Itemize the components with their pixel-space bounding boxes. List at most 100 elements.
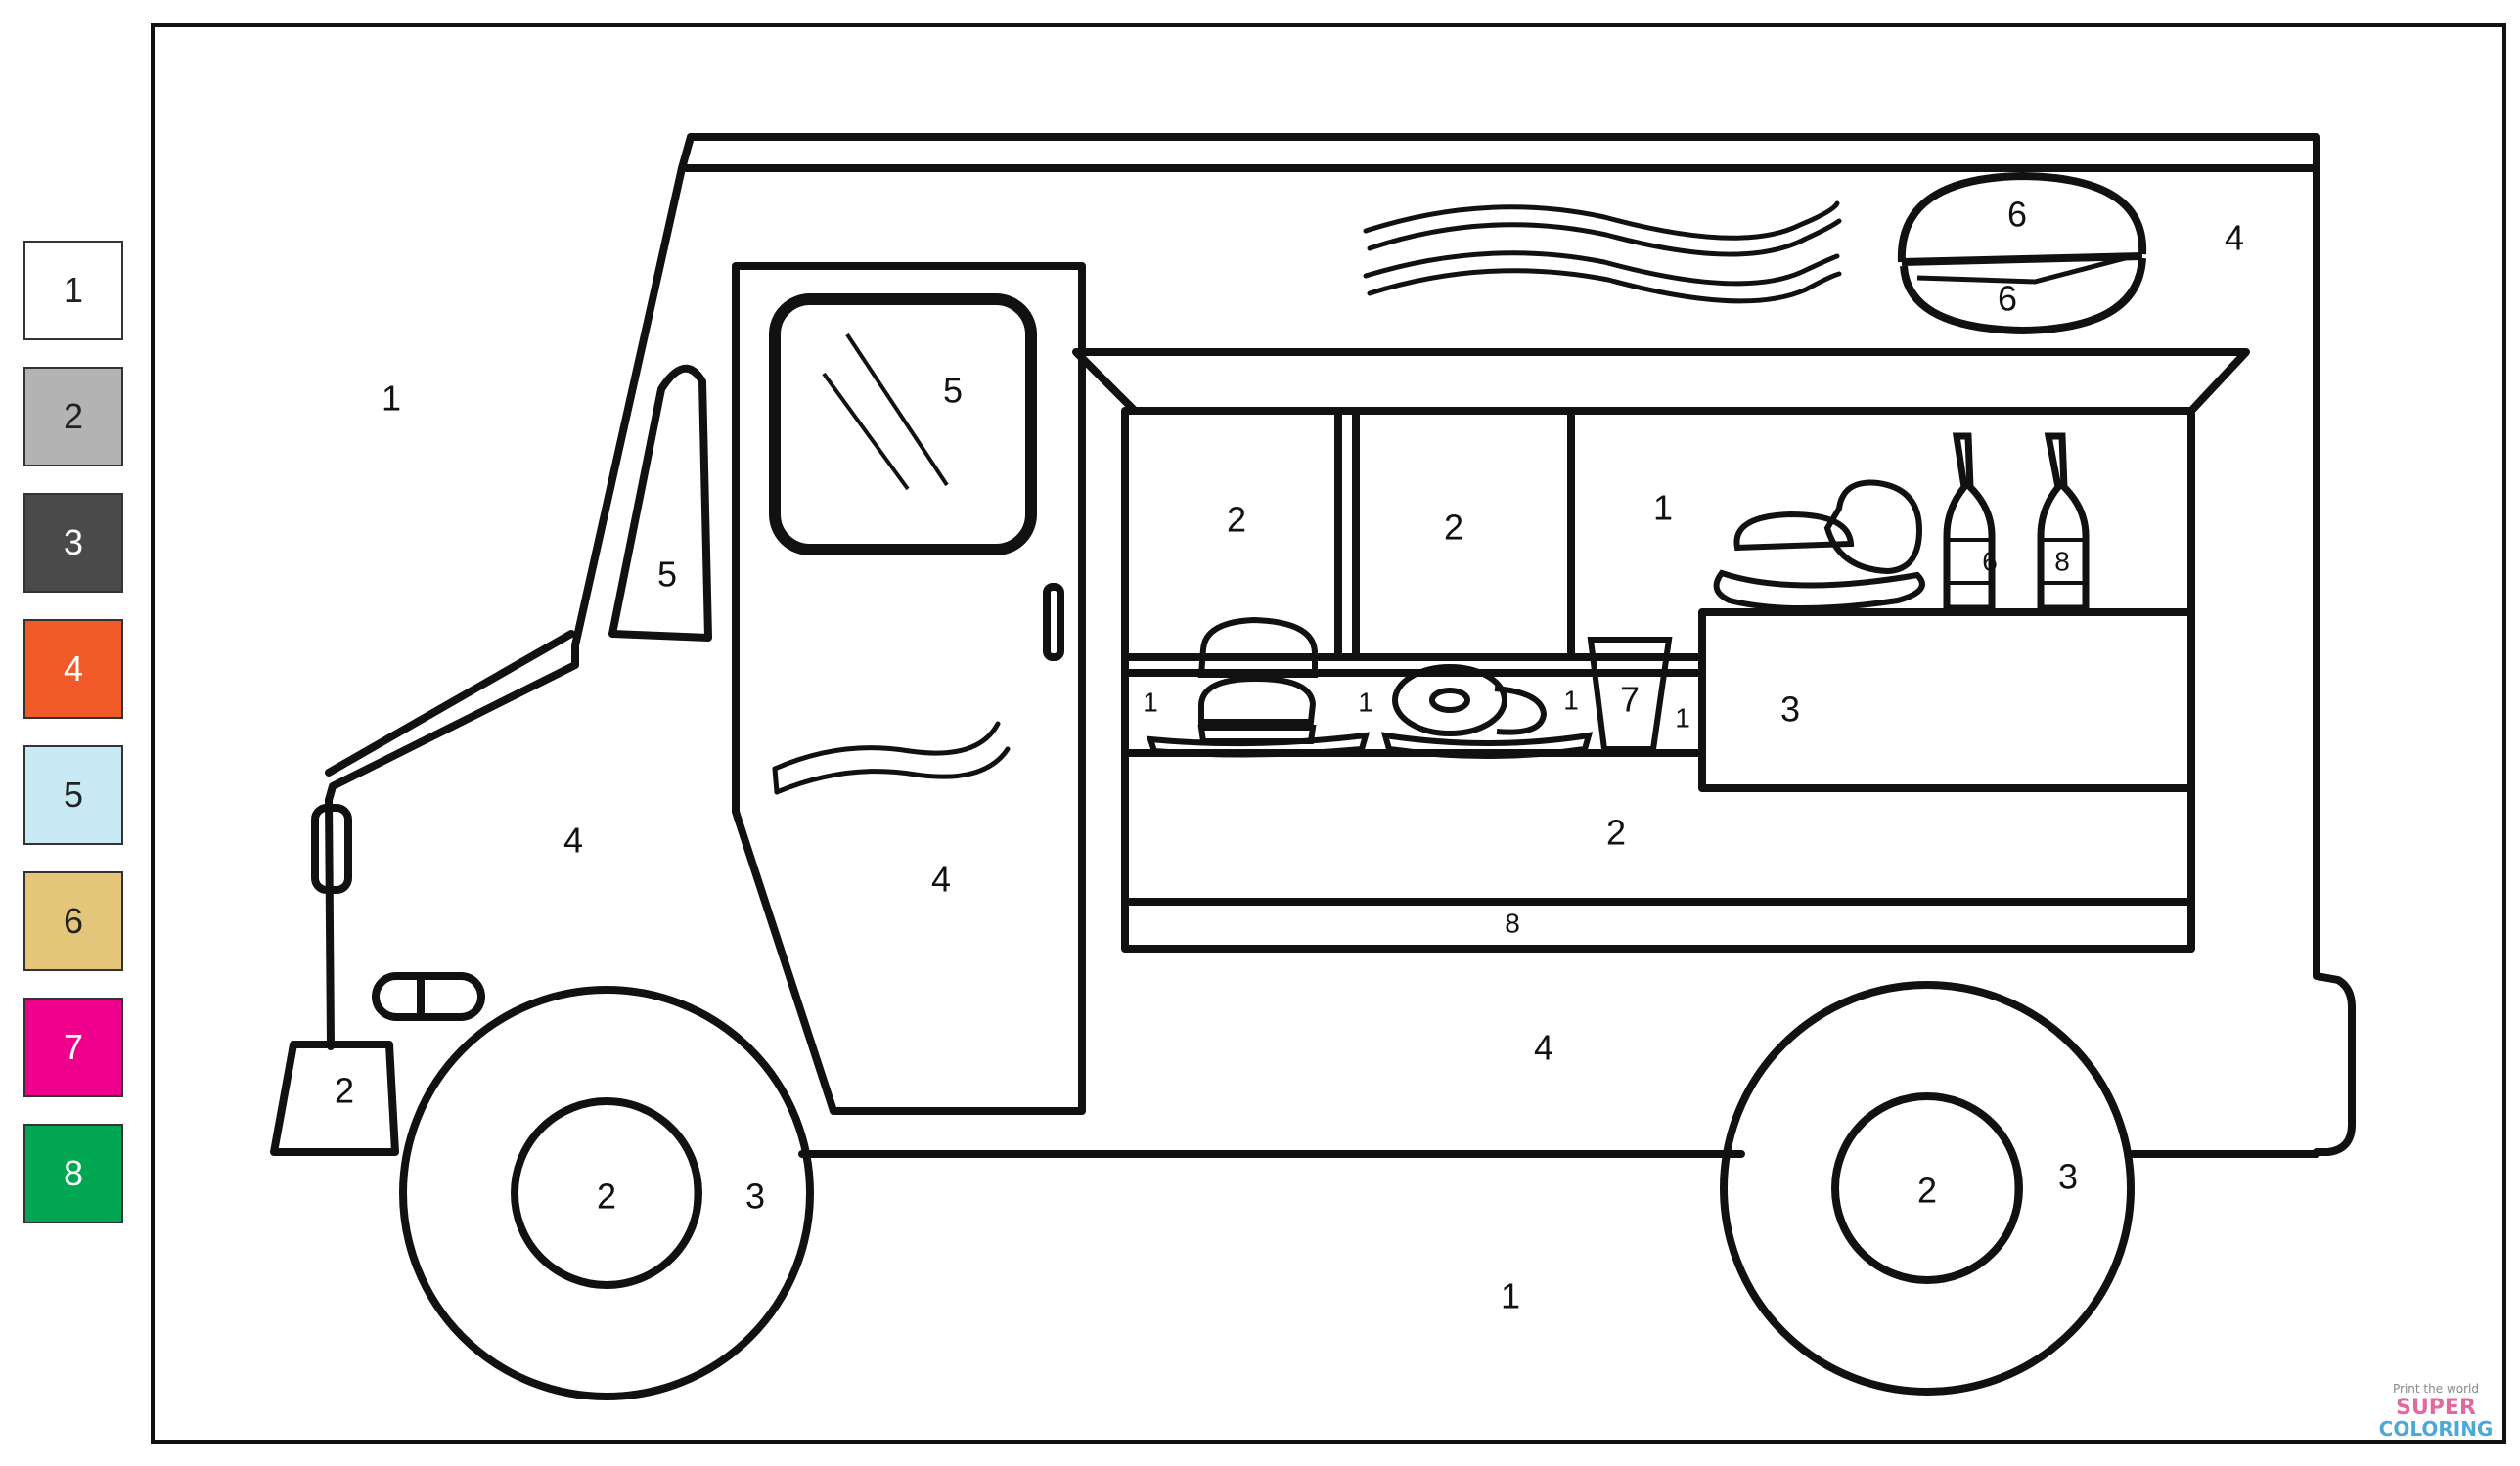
side-window[interactable] — [608, 364, 712, 642]
palette-swatch-2[interactable]: 2 — [23, 367, 123, 466]
door-bacon-stripe — [772, 721, 1001, 772]
front-bumper[interactable] — [270, 1041, 399, 1156]
van-roof-line — [678, 133, 2320, 172]
swatch-number: 6 — [63, 901, 84, 941]
blinker-light[interactable] — [372, 972, 485, 1021]
region-number-bumper: 2 — [335, 1071, 354, 1111]
window-glare-line — [822, 372, 910, 491]
shelf-plate[interactable] — [1713, 569, 1925, 611]
region-number-kitchen-panel-3: 1 — [1653, 488, 1673, 528]
region-number-side-window: 5 — [657, 555, 677, 595]
sign-bacon-stripe — [1367, 268, 1842, 304]
region-number-bottle-1: 6 — [1982, 546, 1998, 576]
watermark-coloring: COLORING — [2379, 1417, 2494, 1441]
front-wheel-hub[interactable] — [511, 1097, 702, 1289]
palette-swatch-4[interactable]: 4 — [23, 619, 123, 719]
swatch-number: 5 — [63, 775, 84, 815]
swatch-number: 2 — [63, 396, 84, 436]
region-number-rear-hub: 2 — [1917, 1171, 1937, 1211]
van-windshield-line — [325, 164, 686, 804]
region-number-sign-burger-top: 6 — [2007, 195, 2027, 235]
region-number-sign-burger-bottom: 6 — [1998, 279, 2017, 319]
counter-plate-1[interactable] — [1146, 732, 1371, 758]
palette-swatch-8[interactable]: 8 — [23, 1124, 123, 1223]
region-number-plate-gap-4: 1 — [1675, 702, 1690, 733]
sign-bacon-stripe — [1367, 218, 1842, 257]
rear-wheel-tire[interactable] — [1720, 981, 2135, 1396]
region-number-front-hub: 2 — [597, 1177, 616, 1217]
headlight[interactable] — [311, 804, 352, 894]
watermark-tagline: Print the world — [2393, 1382, 2479, 1396]
sign-bacon-stripe — [1363, 200, 1840, 241]
region-number-sky: 1 — [382, 378, 401, 419]
region-number-plate-gap-3: 1 — [1563, 685, 1579, 715]
swatch-number: 8 — [63, 1153, 84, 1193]
palette-swatch-7[interactable]: 7 — [23, 998, 123, 1097]
donut-left-hole — [1429, 688, 1470, 713]
region-number-van-body: 4 — [1534, 1028, 1553, 1068]
region-number-cup: 7 — [1620, 680, 1640, 720]
region-number-ground: 1 — [1501, 1276, 1520, 1316]
sign-burger-bun-top[interactable] — [1897, 171, 2147, 263]
region-number-plate-gap-1: 1 — [1143, 687, 1158, 717]
door-window[interactable] — [769, 293, 1037, 555]
counter-burger-middle[interactable] — [1198, 675, 1317, 725]
watermark-logo: Print the world SUPER COLORING — [2379, 1382, 2494, 1441]
shelf-line — [1125, 653, 1706, 677]
window-glare-line — [845, 333, 949, 487]
region-number-counter-front: 2 — [1606, 813, 1626, 853]
van-front-line — [325, 796, 335, 1050]
region-number-hood: 4 — [563, 821, 583, 861]
region-number-plate-gap-2: 1 — [1358, 687, 1373, 717]
region-number-rear-tire: 3 — [2058, 1157, 2078, 1197]
region-number-kitchen-panel-2: 2 — [1444, 508, 1463, 548]
swatch-number: 4 — [63, 648, 84, 689]
picture-frame — [151, 23, 2506, 1444]
shelf-burger-tilted[interactable] — [1823, 479, 1923, 575]
counter-burger-top[interactable] — [1197, 616, 1318, 678]
color-palette: 1 2 3 4 5 6 7 8 — [23, 241, 127, 1250]
region-number-van-top: 4 — [2225, 218, 2244, 258]
swatch-number: 1 — [63, 270, 84, 310]
shelf-burger[interactable] — [1733, 511, 1855, 552]
sign-burger-cheese — [1916, 253, 2134, 285]
door[interactable] — [732, 262, 1086, 1115]
sign-burger-patty — [1901, 252, 2143, 266]
door-bacon-stripe — [774, 746, 1011, 795]
swatch-number: 3 — [63, 522, 84, 562]
sign-burger-bun-bottom[interactable] — [1900, 257, 2146, 335]
donut-right[interactable] — [1494, 686, 1548, 735]
palette-swatch-5[interactable]: 5 — [23, 745, 123, 845]
region-number-kitchen-panel-1: 2 — [1227, 500, 1246, 540]
counter-plate-2[interactable] — [1380, 732, 1594, 759]
rear-wheel-hub[interactable] — [1831, 1092, 2023, 1284]
region-number-cabinet: 3 — [1780, 689, 1800, 730]
rear-wheel-hub-shine — [2003, 1136, 2018, 1240]
bottle-left[interactable] — [1943, 432, 1996, 612]
awning[interactable] — [1072, 348, 2250, 415]
region-number-counter-stripe: 8 — [1505, 908, 1520, 938]
palette-swatch-6[interactable]: 6 — [23, 871, 123, 971]
donut-left[interactable] — [1392, 664, 1508, 736]
palette-swatch-3[interactable]: 3 — [23, 493, 123, 593]
counter-burger-bottom[interactable] — [1197, 725, 1317, 744]
region-number-door: 4 — [931, 860, 951, 900]
cabinet[interactable] — [1698, 608, 2195, 792]
cup[interactable] — [1587, 637, 1673, 752]
region-number-front-tire: 3 — [745, 1177, 765, 1217]
region-number-door-window: 5 — [943, 371, 963, 411]
front-wheel-tire[interactable] — [399, 986, 814, 1400]
bottle-right[interactable] — [2037, 432, 2090, 612]
sign-bacon-stripe — [1363, 250, 1840, 287]
door-bacon-end — [772, 766, 780, 795]
watermark-super: SUPER — [2396, 1396, 2476, 1420]
region-number-bottle-2: 8 — [2054, 546, 2070, 576]
swatch-number: 7 — [63, 1027, 84, 1067]
front-wheel-hub-shine — [683, 1141, 698, 1245]
door-handle[interactable] — [1043, 583, 1064, 661]
van-body-outline — [687, 133, 2356, 1158]
palette-swatch-1[interactable]: 1 — [23, 241, 123, 340]
hood-line — [325, 630, 575, 777]
